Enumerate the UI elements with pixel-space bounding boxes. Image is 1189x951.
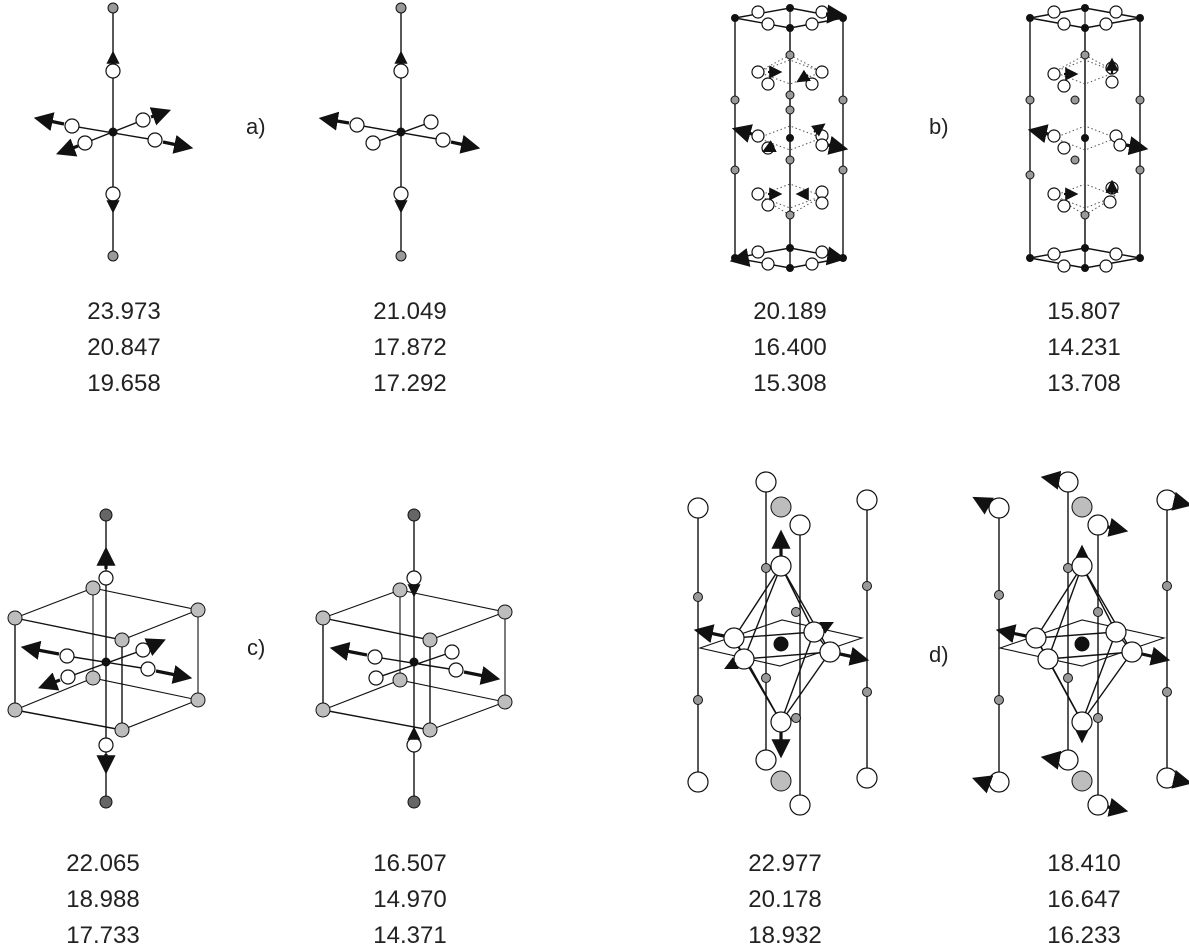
value-line: 20.847 [87,334,160,361]
supercell-b-left [729,4,849,272]
value-line: 14.371 [373,922,446,949]
value-line: 13.708 [1047,370,1120,397]
value-line: 20.189 [753,298,826,325]
panel-label-a: a) [246,114,266,139]
value-line: 20.178 [748,886,821,913]
panel-label-b: b) [929,114,949,139]
value-line: 16.400 [753,334,826,361]
values-a-right: 21.049 17.872 17.292 [373,298,446,397]
panel-label-d: d) [929,642,949,667]
value-line: 16.233 [1047,922,1120,949]
perovskite-cell-c-left [7,508,206,809]
value-line: 18.932 [748,922,821,949]
values-b-left: 20.189 16.400 15.308 [753,298,826,397]
values-d-left: 22.977 20.178 18.932 [748,850,821,949]
value-line: 21.049 [373,298,446,325]
supercell-b-right [1025,4,1149,273]
value-line: 17.292 [373,370,446,397]
octahedral-structure-d-right [971,470,1189,817]
value-line: 15.308 [753,370,826,397]
values-d-right: 18.410 16.647 16.233 [1047,850,1120,949]
perovskite-cell-c-right [315,508,513,809]
value-line: 14.970 [373,886,446,913]
panel-label-c: c) [247,635,265,660]
values-c-left: 22.065 18.988 17.733 [66,850,139,949]
values-c-right: 16.507 14.970 14.371 [373,850,446,949]
value-line: 23.973 [87,298,160,325]
value-line: 22.977 [748,850,821,877]
octahedron-a-left [33,2,194,262]
value-line: 16.507 [373,850,446,877]
value-line: 15.807 [1047,298,1120,325]
values-a-left: 23.973 20.847 19.658 [87,298,160,397]
value-line: 18.988 [66,886,139,913]
octahedral-structure-d-left [687,471,878,816]
value-line: 22.065 [66,850,139,877]
octahedron-a-right [318,2,481,262]
value-line: 14.231 [1047,334,1120,361]
value-line: 17.872 [373,334,446,361]
values-b-right: 15.807 14.231 13.708 [1047,298,1120,397]
value-line: 17.733 [66,922,139,949]
value-line: 19.658 [87,370,160,397]
value-line: 16.647 [1047,886,1120,913]
value-line: 18.410 [1047,850,1120,877]
